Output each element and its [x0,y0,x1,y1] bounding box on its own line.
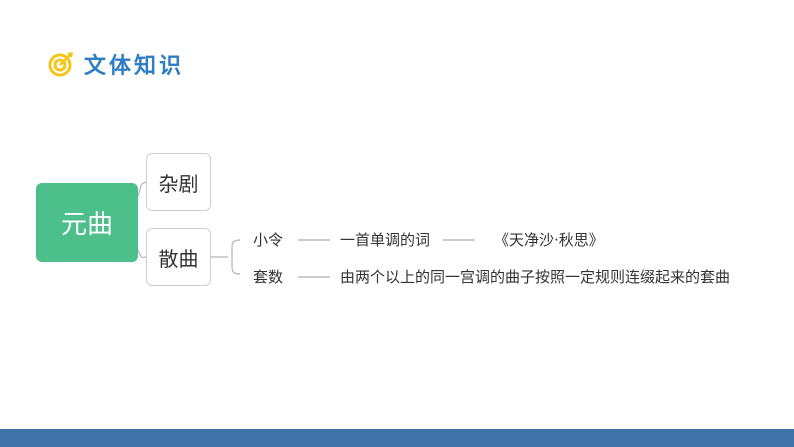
target-icon [48,52,73,77]
branch-zaju: 杂剧 [146,153,211,211]
footer-bar [0,429,794,447]
leaf-xiaoling-definition: 一首单调的词 [340,231,431,249]
leaf-xiaoling-example: 《天净沙·秋思》 [494,231,604,249]
section-title: 文体知识 [84,54,185,79]
root-node: 元曲 [36,183,138,262]
branch-sanqu: 散曲 [146,228,211,286]
leaf-taoshu: 套数 [253,268,284,286]
connector-root-zaju [137,181,147,197]
connector-root-sanqu [137,249,147,259]
leaf-xiaoling: 小令 [253,231,284,249]
connector-sanqu-children [211,239,241,275]
section-header: 文体知识 [48,50,185,79]
leaf-taoshu-definition: 由两个以上的同一宫调的曲子按照一定规则连缀起来的套曲 [340,268,731,286]
